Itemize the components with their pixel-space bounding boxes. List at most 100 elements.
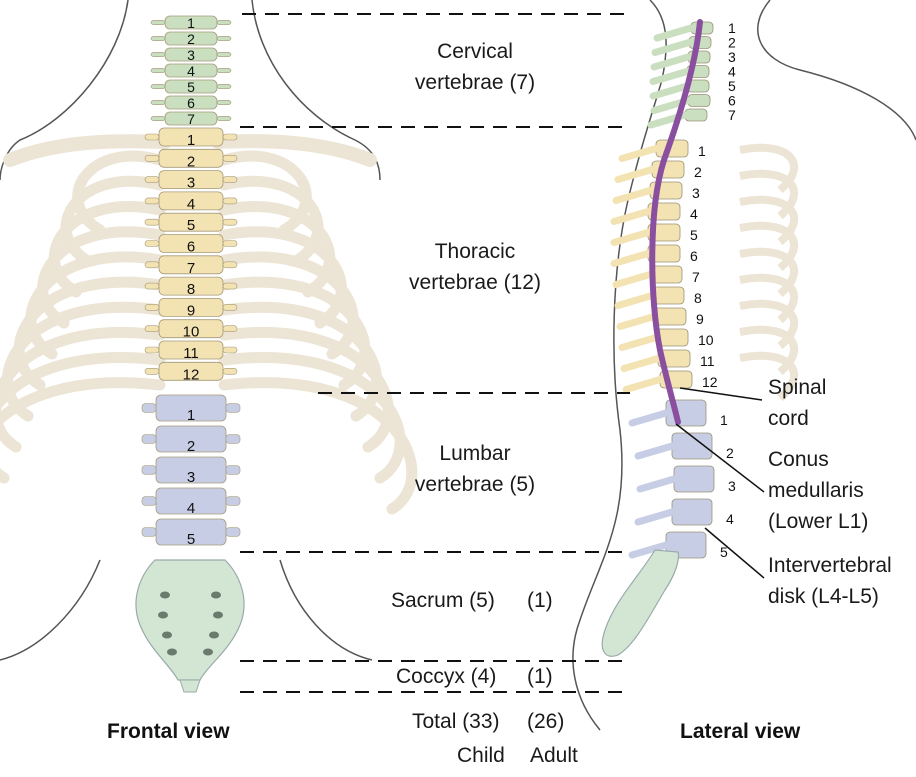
thoracic-number-lateral: 10 (698, 332, 714, 348)
thoracic-process-left (144, 304, 160, 311)
thoracic-spinous-process (616, 313, 658, 330)
cervical-number-front: 5 (187, 79, 195, 95)
thoracic-label-line1: Thoracic (434, 240, 516, 263)
rib-cage (0, 134, 418, 515)
cervical-process-left (150, 36, 166, 41)
thoracic-spinous-process (618, 145, 660, 162)
intervertebral-disk-label: Intervertebral disk (L4-L5) (768, 550, 892, 612)
thoracic-number-front: 3 (187, 175, 195, 192)
thoracic-number-lateral: 1 (698, 143, 706, 159)
cervical-process-right (216, 116, 232, 121)
lumbar-process-right (225, 527, 241, 537)
lumbar-process-left (141, 403, 157, 413)
clavicle-right (211, 134, 377, 167)
cervical-number-lateral: 3 (728, 49, 736, 65)
thoracic-label-line2: vertebrae (12) (409, 271, 541, 294)
lumbar-vertebra-lateral (673, 465, 715, 493)
thoracic-spinous-process (612, 187, 654, 204)
thoracic-spinous-process (614, 166, 656, 183)
sacral-foramen (213, 611, 223, 619)
rib-right (218, 276, 371, 391)
lumbar-label: Lumbar vertebrae (5) (395, 438, 555, 500)
rib-right (218, 377, 418, 515)
lumbar-number-front: 3 (187, 469, 195, 486)
lumbar-number-lateral: 2 (726, 445, 734, 461)
leader-conus (675, 423, 765, 493)
thoracic-number-lateral: 7 (692, 269, 700, 285)
cervical-number-lateral: 6 (728, 93, 736, 109)
thoracic-number-front: 6 (187, 239, 195, 256)
lumbar-vertebra-lateral (671, 498, 713, 526)
thoracic-number-lateral: 9 (696, 311, 704, 327)
thoracic-number-lateral: 2 (694, 164, 702, 180)
lumbar-process-left (141, 434, 157, 444)
thoracic-number-front: 7 (187, 260, 195, 277)
cervical-spinous-process (651, 39, 693, 56)
sacral-foramen (167, 648, 177, 656)
conus-label-line1: Conus (768, 448, 829, 471)
rib-right (218, 352, 406, 484)
sacral-foramen (162, 631, 172, 639)
frontal-view-caption: Frontal view (107, 720, 230, 743)
thoracic-number-front: 9 (187, 302, 195, 319)
cervical-number-lateral: 2 (728, 35, 736, 51)
cervical-spinous-process (649, 82, 691, 100)
cervical-number-lateral: 5 (728, 78, 736, 94)
lumbar-process-right (225, 496, 241, 506)
cervical-spinous-process (653, 24, 695, 42)
pelvis-outline-right (279, 559, 373, 661)
thoracic-process-left (144, 197, 160, 205)
lumbar-process-right (225, 403, 241, 413)
thoracic-number-front: 4 (187, 196, 195, 213)
thoracic-number-lateral: 3 (692, 185, 700, 201)
thoracic-number-front: 2 (187, 153, 195, 170)
leader-spinal-cord (679, 387, 763, 401)
thoracic-process-left (144, 218, 160, 226)
thoracic-vertebra-lateral (653, 307, 687, 326)
cervical-process-right (216, 68, 232, 73)
thoracic-number-front: 8 (187, 281, 195, 298)
rib-left (0, 377, 166, 427)
rib-right (218, 327, 394, 453)
lumbar-number-front: 5 (187, 531, 195, 548)
coccyx-adult-count: (1) (527, 665, 553, 688)
thoracic-spinous-process (614, 292, 656, 309)
thoracic-process-left (144, 261, 160, 269)
thoracic-process-right (222, 133, 238, 141)
sacral-foramen (160, 591, 170, 599)
thoracic-process-left (144, 133, 160, 141)
lumbar-number-front: 1 (187, 407, 195, 424)
thoracic-process-left (144, 155, 160, 162)
thoracic-process-right (222, 155, 238, 162)
cervical-number-lateral: 7 (728, 107, 736, 123)
sacral-foramina (158, 591, 223, 656)
rib-right (218, 251, 359, 360)
rib-left (0, 352, 166, 484)
thoracic-process-right (222, 261, 238, 269)
thoracic-process-left (144, 240, 160, 247)
spinal-cord (649, 19, 703, 425)
thoracic-process-right (222, 240, 238, 247)
lumbar-process-right (225, 465, 241, 475)
lumbar-spinous-process (628, 541, 670, 559)
cervical-number-front: 3 (187, 47, 195, 63)
lateral-view-caption: Lateral view (680, 720, 801, 743)
cervical-number-front: 1 (187, 15, 195, 31)
conus-label-line3: (Lower L1) (768, 510, 869, 533)
sacral-foramen (209, 631, 219, 639)
thoracic-process-right (222, 282, 238, 290)
thoracic-process-left (144, 367, 160, 375)
lumbar-process-right (225, 434, 241, 444)
cervical-process-left (150, 116, 166, 121)
lumbar-process-left (141, 527, 157, 537)
lumbar-process-left (141, 496, 157, 506)
thoracic-spinous-process (618, 334, 660, 351)
lumbar-number-lateral: 3 (728, 478, 736, 494)
lumbar-label-line1: Lumbar (439, 442, 511, 465)
cervical-process-left (150, 100, 166, 105)
rib-left (13, 276, 166, 391)
lumbar-spinous-process (636, 475, 678, 493)
